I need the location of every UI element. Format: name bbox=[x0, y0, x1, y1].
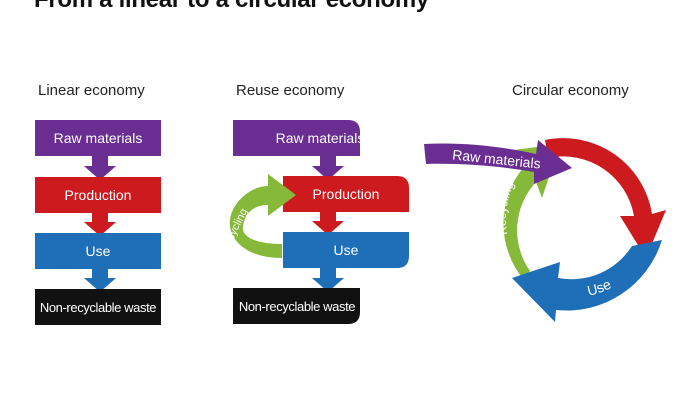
reuse-recycling-arrow bbox=[229, 174, 296, 258]
reuse-arrow-use-to-waste bbox=[312, 267, 344, 292]
circular-economy-diagram: Raw materials Production Use Recycling bbox=[424, 132, 666, 322]
reuse-economy-label: Reuse economy bbox=[236, 82, 345, 99]
linear-production-box bbox=[35, 177, 161, 213]
linear-economy-label: Linear economy bbox=[38, 82, 145, 99]
circular-raw-materials-arrow bbox=[424, 140, 572, 184]
reuse-use-label: Use bbox=[334, 242, 359, 258]
linear-waste-box bbox=[35, 289, 161, 325]
reuse-arrow-production-to-use bbox=[312, 211, 344, 235]
reuse-waste-box bbox=[233, 288, 360, 324]
page-title: From a linear to a circular economy bbox=[34, 0, 429, 14]
linear-use-label: Use bbox=[86, 243, 111, 259]
circular-use-arrow bbox=[512, 240, 662, 322]
linear-waste-label: Non-recyclable waste bbox=[40, 300, 156, 315]
linear-economy-diagram: Raw materials Production Use Non-recycla… bbox=[35, 120, 161, 325]
linear-arrow-use-to-waste bbox=[84, 268, 116, 292]
linear-raw-materials-label: Raw materials bbox=[54, 130, 143, 146]
linear-production-label: Production bbox=[65, 187, 132, 203]
reuse-raw-materials-box bbox=[233, 120, 360, 156]
reuse-production-label: Production bbox=[313, 186, 380, 202]
linear-arrow-production-to-use bbox=[84, 212, 116, 236]
circular-economy-label: Circular economy bbox=[512, 82, 629, 99]
linear-use-box bbox=[35, 233, 161, 269]
reuse-production-box bbox=[283, 176, 409, 212]
linear-arrow-raw-to-production bbox=[84, 155, 116, 180]
reuse-economy-diagram: Raw materials Production Use Non-recycla… bbox=[218, 120, 409, 324]
reuse-waste-label: Non-recyclable waste bbox=[239, 299, 355, 314]
reuse-use-box bbox=[283, 232, 409, 268]
reuse-raw-materials-label: Raw materials bbox=[276, 130, 365, 146]
circular-production-arrow bbox=[545, 138, 666, 258]
linear-raw-materials-box bbox=[35, 120, 161, 156]
reuse-arrow-raw-to-production bbox=[312, 155, 344, 180]
